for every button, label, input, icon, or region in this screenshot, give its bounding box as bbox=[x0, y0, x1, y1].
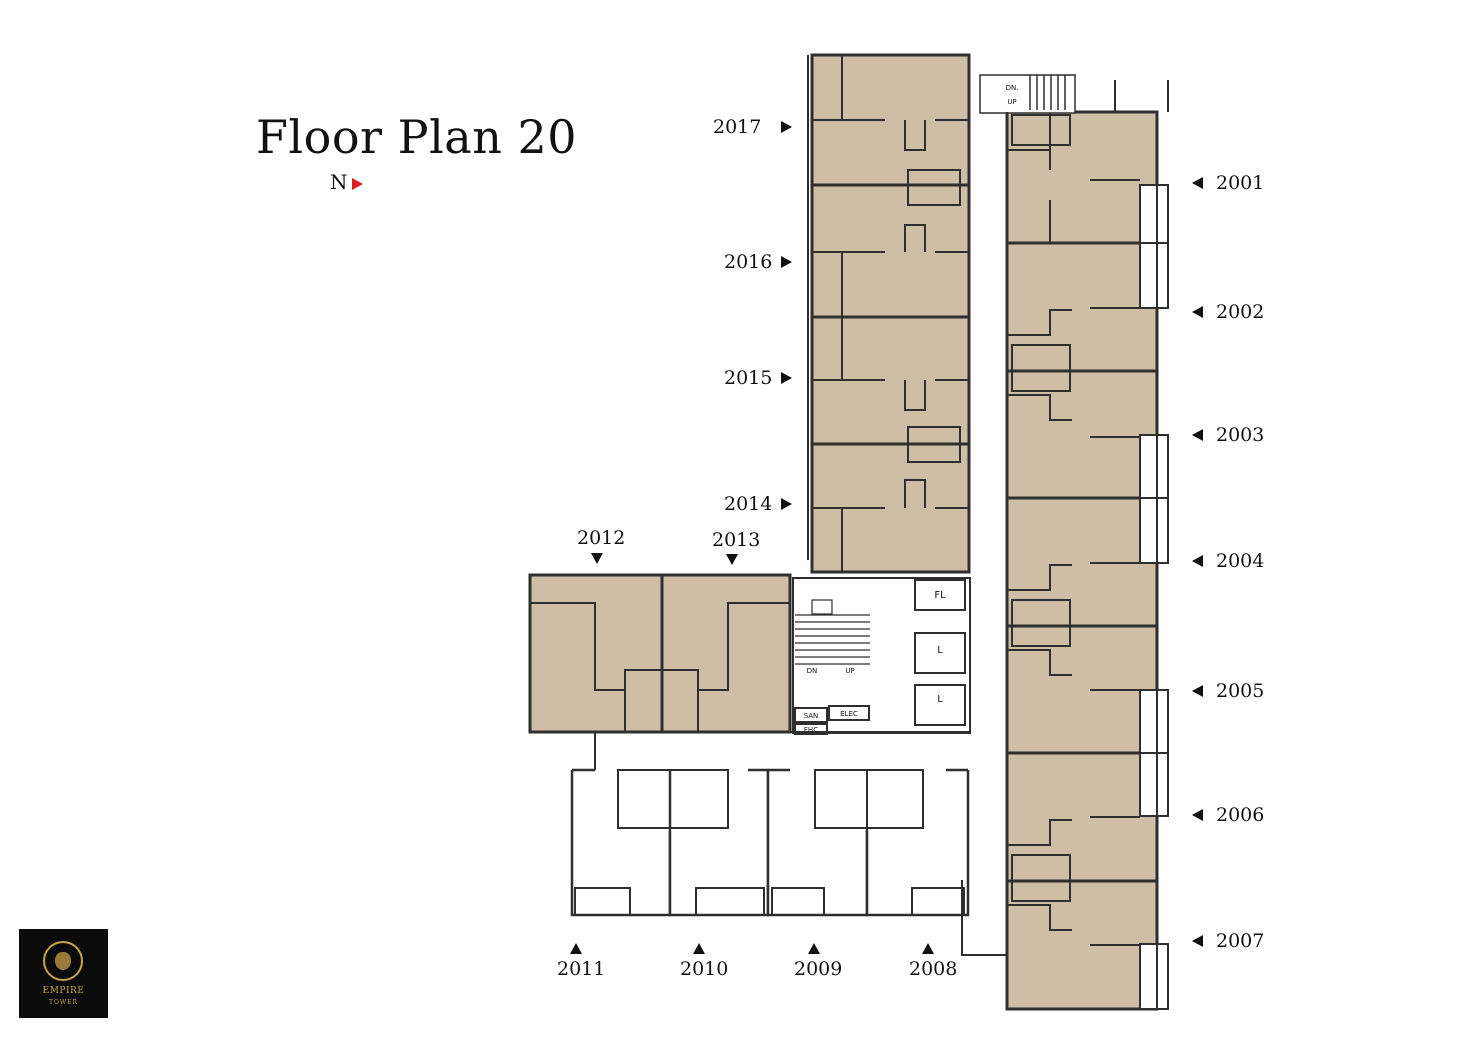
unit-label-2010[interactable]: 2010 bbox=[680, 958, 729, 980]
balcony-2003 bbox=[1139, 434, 1169, 499]
north-arrow-icon bbox=[351, 177, 363, 190]
unit-label-2009[interactable]: 2009 bbox=[794, 958, 843, 980]
label-north-stair-up: UP bbox=[1007, 98, 1016, 106]
label-lift-2: L bbox=[937, 694, 943, 705]
page-title: Floor Plan 20 bbox=[256, 110, 577, 164]
label-fl: FL bbox=[934, 590, 946, 601]
north-label: N bbox=[330, 170, 348, 194]
unit-2009-area[interactable] bbox=[766, 770, 869, 917]
arrow-left-icon bbox=[1192, 809, 1203, 821]
balcony-2004 bbox=[1139, 497, 1169, 564]
lift-1 bbox=[914, 632, 966, 674]
arrow-up-icon bbox=[693, 943, 705, 954]
unit-2010-area[interactable] bbox=[668, 770, 770, 917]
unit-label-2013[interactable]: 2013 bbox=[712, 529, 761, 551]
balcony-2002 bbox=[1139, 242, 1169, 309]
arrow-left-icon bbox=[1192, 429, 1203, 441]
arrow-right-icon bbox=[781, 372, 792, 384]
unit-2001-area[interactable] bbox=[1005, 110, 1159, 245]
arrow-right-icon bbox=[781, 121, 792, 133]
unit-label-2008[interactable]: 2008 bbox=[909, 958, 958, 980]
balcony-2001 bbox=[1139, 184, 1169, 244]
arrow-left-icon bbox=[1192, 306, 1203, 318]
unit-2011-area[interactable] bbox=[570, 770, 672, 917]
unit-label-2003[interactable]: 2003 bbox=[1216, 424, 1265, 446]
unit-label-2006[interactable]: 2006 bbox=[1216, 804, 1265, 826]
label-san: SAN bbox=[804, 712, 819, 720]
arrow-up-icon bbox=[570, 943, 582, 954]
elec-room bbox=[828, 705, 870, 721]
label-stair-up: UP bbox=[845, 667, 854, 675]
san-room bbox=[794, 707, 828, 723]
label-lift-1: L bbox=[937, 645, 943, 656]
balcony-2006 bbox=[1139, 752, 1169, 817]
label-elec: ELEC bbox=[840, 710, 858, 718]
lift-2 bbox=[914, 684, 966, 726]
arrow-left-icon bbox=[1192, 935, 1203, 947]
north-indicator: N bbox=[330, 170, 363, 194]
unit-label-2004[interactable]: 2004 bbox=[1216, 550, 1265, 572]
arrow-up-icon bbox=[922, 943, 934, 954]
unit-2008-area[interactable] bbox=[865, 770, 970, 917]
unit-label-2012[interactable]: 2012 bbox=[577, 527, 626, 549]
logo-sub: TOWER bbox=[49, 999, 78, 1006]
north-stair bbox=[979, 74, 1076, 114]
arrow-up-icon bbox=[808, 943, 820, 954]
unit-label-2015[interactable]: 2015 bbox=[724, 367, 773, 389]
unit-label-2017[interactable]: 2017 bbox=[713, 116, 762, 138]
freight-lift bbox=[914, 579, 966, 611]
label-fhc: FHC bbox=[804, 726, 818, 734]
unit-label-2001[interactable]: 2001 bbox=[1216, 172, 1265, 194]
label-north-stair-dn: DN. bbox=[1006, 84, 1019, 92]
unit-label-2011[interactable]: 2011 bbox=[557, 958, 606, 980]
balcony-2007 bbox=[1139, 943, 1169, 1010]
arrow-down-icon bbox=[591, 553, 603, 564]
arrow-left-icon bbox=[1192, 555, 1203, 567]
logo-brand: EMPIRE bbox=[42, 986, 85, 996]
fhc-cabinet bbox=[794, 723, 828, 735]
empire-tower-logo: EMPIRE TOWER bbox=[19, 929, 108, 1018]
unit-label-2002[interactable]: 2002 bbox=[1216, 301, 1265, 323]
unit-label-2005[interactable]: 2005 bbox=[1216, 680, 1265, 702]
arrow-down-icon bbox=[726, 554, 738, 565]
balcony-2005 bbox=[1139, 689, 1169, 754]
arrow-right-icon bbox=[781, 256, 792, 268]
lion-crest-icon bbox=[43, 941, 83, 981]
unit-label-2016[interactable]: 2016 bbox=[724, 251, 773, 273]
unit-2013-area[interactable] bbox=[660, 573, 792, 734]
arrow-left-icon bbox=[1192, 177, 1203, 189]
arrow-left-icon bbox=[1192, 685, 1203, 697]
arrow-right-icon bbox=[781, 498, 792, 510]
unit-label-2007[interactable]: 2007 bbox=[1216, 930, 1265, 952]
label-stair-dn: DN bbox=[807, 667, 818, 675]
unit-label-2014[interactable]: 2014 bbox=[724, 493, 773, 515]
